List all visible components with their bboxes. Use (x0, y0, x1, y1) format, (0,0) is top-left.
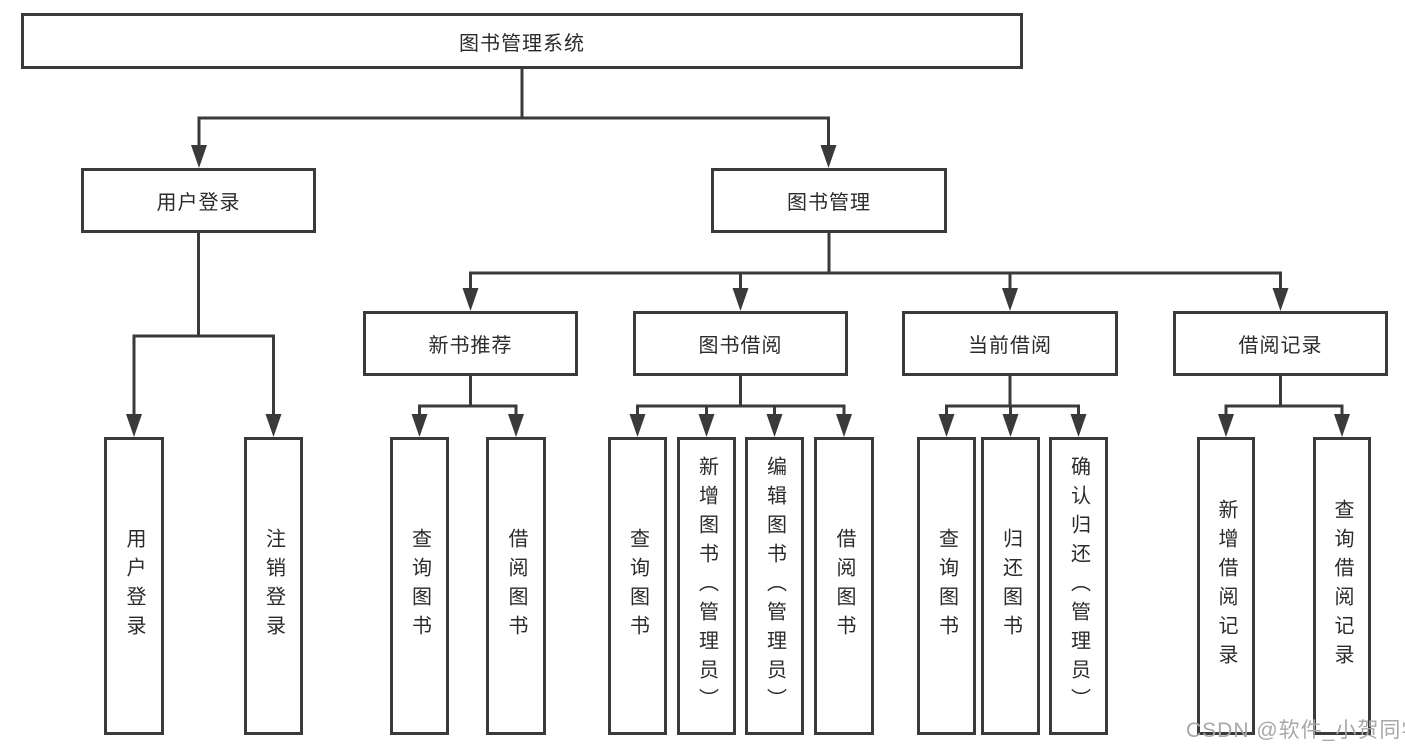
node-book-borrow: 图书借阅 (633, 311, 848, 376)
connector-book-borrow-children (629, 376, 852, 437)
csdn-watermark: CSDN @软件_小贺同学 (1186, 719, 1405, 742)
node-user-login: 用户登录 (81, 168, 316, 233)
connector-current-borrow-children (938, 376, 1087, 437)
node-leaf-query-books-3-label: 查询图书 (935, 528, 958, 644)
node-leaf-confirm-return: 确认归还（管理员） (1049, 437, 1108, 735)
node-leaf-query-books-1: 查询图书 (390, 437, 449, 735)
connector-new-book-rec-children (411, 376, 524, 437)
node-current-borrow: 当前借阅 (902, 311, 1118, 376)
node-leaf-confirm-return-label: 确认归还（管理员） (1067, 455, 1090, 717)
connector-user-login-children (126, 232, 282, 437)
node-leaf-query-borrow-record-label: 查询借阅记录 (1331, 499, 1353, 673)
node-leaf-add-borrow-record: 新增借阅记录 (1197, 437, 1255, 735)
node-borrow-records: 借阅记录 (1173, 311, 1388, 376)
node-book-mgmt-label: 图书管理 (787, 192, 871, 214)
node-leaf-edit-books: 编辑图书（管理员） (745, 437, 804, 735)
node-root-label: 图书管理系统 (459, 32, 585, 55)
node-leaf-borrow-books-2: 借阅图书 (814, 437, 874, 735)
node-leaf-user-login-label: 用户登录 (123, 528, 145, 644)
node-leaf-query-books-2: 查询图书 (608, 437, 667, 735)
node-leaf-borrow-books-1-label: 借阅图书 (505, 528, 527, 644)
node-leaf-query-books-1-label: 查询图书 (408, 528, 431, 644)
connector-borrow-records-children (1218, 376, 1350, 437)
node-borrow-records-label: 借阅记录 (1238, 335, 1323, 357)
node-leaf-query-books-2-label: 查询图书 (626, 528, 649, 644)
node-user-login-label: 用户登录 (156, 192, 241, 214)
node-new-book-rec-label: 新书推荐 (428, 335, 513, 357)
node-leaf-logout: 注销登录 (244, 437, 303, 735)
node-leaf-add-borrow-record-label: 新增借阅记录 (1215, 499, 1237, 673)
node-leaf-add-books-label: 新增图书（管理员） (695, 455, 718, 717)
node-leaf-return-books: 归还图书 (981, 437, 1040, 735)
connector-root-to-level1 (191, 68, 837, 168)
node-leaf-borrow-books-1: 借阅图书 (486, 437, 546, 735)
node-leaf-user-login: 用户登录 (104, 437, 164, 735)
connector-book-mgmt-children (462, 232, 1289, 311)
node-book-mgmt: 图书管理 (711, 168, 947, 233)
node-book-borrow-label: 图书借阅 (698, 335, 783, 357)
node-current-borrow-label: 当前借阅 (968, 335, 1052, 357)
node-leaf-add-books: 新增图书（管理员） (677, 437, 736, 735)
node-leaf-borrow-books-2-label: 借阅图书 (833, 528, 855, 644)
node-leaf-logout-label: 注销登录 (262, 528, 285, 644)
node-leaf-query-books-3: 查询图书 (917, 437, 976, 735)
node-leaf-edit-books-label: 编辑图书（管理员） (763, 455, 786, 717)
node-root: 图书管理系统 (21, 13, 1023, 69)
node-leaf-return-books-label: 归还图书 (999, 528, 1022, 644)
node-new-book-rec: 新书推荐 (363, 311, 578, 376)
node-leaf-query-borrow-record: 查询借阅记录 (1313, 437, 1371, 735)
